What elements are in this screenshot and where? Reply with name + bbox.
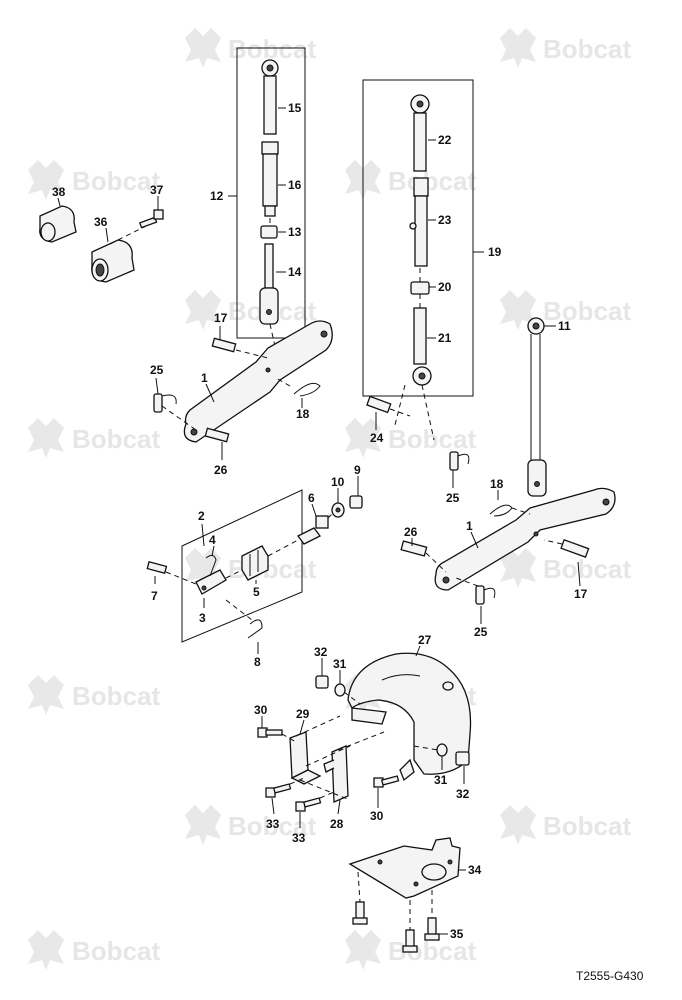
callout-2: 2 [198, 509, 205, 523]
callout-36: 36 [94, 215, 108, 229]
callout-7: 7 [151, 589, 158, 603]
callout-14: 14 [288, 265, 302, 279]
plate-assembly-34 [348, 837, 466, 953]
callout-27: 27 [418, 633, 432, 647]
arm-1-right [366, 395, 616, 624]
link-assembly-19 [362, 79, 484, 441]
watermark-text: Bobcat [72, 681, 160, 711]
watermark-text: Bobcat [72, 936, 160, 966]
drawing-code: T2555-G430 [576, 969, 644, 983]
callout-30-left: 30 [254, 703, 268, 717]
callout-35: 35 [450, 927, 464, 941]
callout-18-right: 18 [490, 477, 504, 491]
callout-20: 20 [438, 280, 452, 294]
callout-25-left: 25 [150, 363, 164, 377]
callout-30-right: 30 [370, 809, 384, 823]
group-box-12 [236, 47, 306, 339]
watermark-text: Bobcat [228, 811, 316, 841]
callout-26-right: 26 [404, 525, 418, 539]
callout-32-top: 32 [314, 645, 328, 659]
callout-19: 19 [488, 245, 502, 259]
cover-assembly-27 [257, 645, 472, 828]
watermark-text: Bobcat [72, 166, 160, 196]
rod-11 [527, 317, 556, 497]
callout-5: 5 [253, 585, 260, 599]
callout-28: 28 [330, 817, 344, 831]
callout-17-top: 17 [214, 311, 228, 325]
callout-24: 24 [370, 431, 384, 445]
callout-8: 8 [254, 655, 261, 669]
callout-10: 10 [331, 475, 345, 489]
bushings-36-38 [39, 196, 164, 283]
callout-21: 21 [438, 331, 452, 345]
callout-17-right: 17 [574, 587, 588, 601]
callout-31-top: 31 [333, 657, 347, 671]
callout-25-right: 25 [474, 625, 488, 639]
watermark-text: Bobcat [388, 166, 476, 196]
group-box-2 [181, 489, 303, 643]
callout-33-mid: 33 [292, 831, 306, 845]
callout-12: 12 [210, 189, 224, 203]
callout-31-right: 31 [434, 773, 448, 787]
callout-37: 37 [150, 183, 164, 197]
watermark-text: Bobcat [543, 811, 631, 841]
watermark-text: Bobcat [388, 424, 476, 454]
arm-1-left [153, 320, 333, 460]
watermark-text: Bobcat [543, 296, 631, 326]
callout-1-left: 1 [201, 371, 208, 385]
callout-29: 29 [296, 707, 310, 721]
callout-22: 22 [438, 133, 452, 147]
link-assembly-12 [228, 47, 306, 361]
watermark-text: Bobcat [72, 424, 160, 454]
callout-15: 15 [288, 101, 302, 115]
group-box-19 [362, 79, 474, 397]
callout-18-left: 18 [296, 407, 310, 421]
callout-11: 11 [558, 319, 571, 333]
callout-25-mid: 25 [446, 491, 460, 505]
callout-33-left: 33 [266, 817, 280, 831]
yoke-assembly-2 [146, 476, 363, 654]
watermark-text: Bobcat [228, 34, 316, 64]
callout-labels: 15 16 13 14 12 22 23 20 21 19 11 38 37 3… [52, 101, 588, 941]
watermark-text: Bobcat [228, 554, 316, 584]
callout-23: 23 [438, 213, 452, 227]
watermark-text: Bobcat [543, 554, 631, 584]
callout-3: 3 [199, 611, 206, 625]
callout-1-right: 1 [466, 519, 473, 533]
callout-16: 16 [288, 178, 302, 192]
callout-6: 6 [308, 491, 315, 505]
watermark-text: Bobcat [543, 34, 631, 64]
callout-34: 34 [468, 863, 482, 877]
callout-9: 9 [354, 463, 361, 477]
callout-32-right: 32 [456, 787, 470, 801]
callout-4: 4 [209, 533, 216, 547]
callout-13: 13 [288, 225, 302, 239]
callout-38: 38 [52, 185, 66, 199]
callout-26-left: 26 [214, 463, 228, 477]
